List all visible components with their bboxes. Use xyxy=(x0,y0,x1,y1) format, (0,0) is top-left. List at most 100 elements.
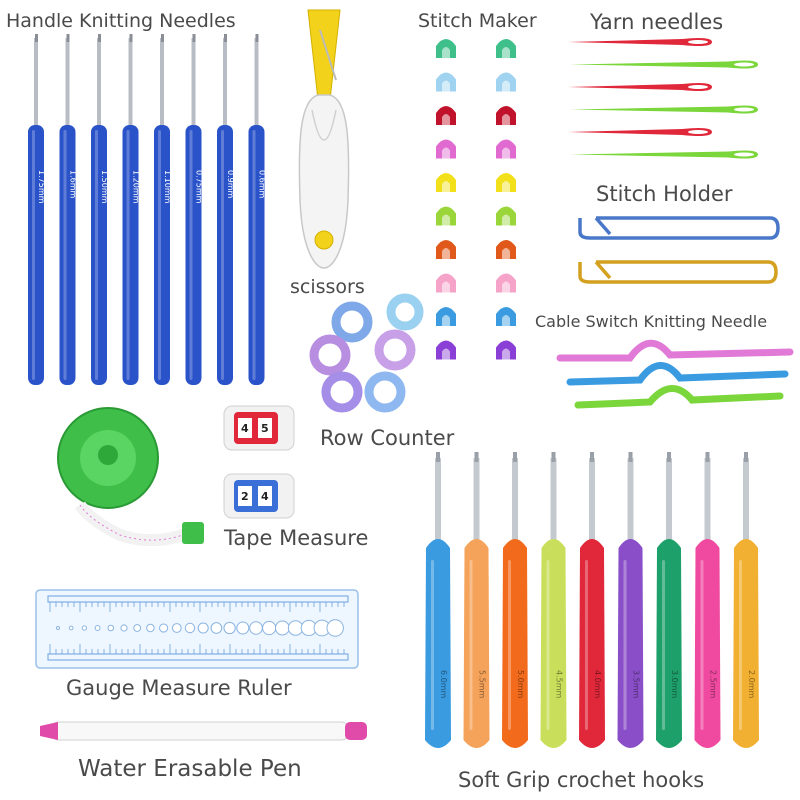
soft-grip-hook: 3.0mm xyxy=(656,452,682,748)
label-handle-knitting-needles: Handle Knitting Needles xyxy=(6,10,236,32)
handle-hook: 1.6mm xyxy=(59,34,78,385)
stitch-marker xyxy=(496,206,516,226)
handle-hook: 1.75mm xyxy=(28,34,46,385)
handle-hook-size-label: 1.6mm xyxy=(69,170,78,199)
soft-hook-size-label: 2.0mm xyxy=(747,670,756,699)
soft-grip-hook: 5.0mm xyxy=(502,452,528,748)
tape-measure xyxy=(57,407,204,547)
handle-hook: 1.10mm xyxy=(154,34,172,385)
soft-hook-size-label: 2.5mm xyxy=(709,670,718,699)
gauge-hole xyxy=(146,623,155,633)
soft-grip-hook: 4.0mm xyxy=(579,452,605,748)
gauge-hole xyxy=(236,621,250,635)
row-counter-digit-1: 4 xyxy=(241,422,249,435)
handle-hook-size-label: 1.20mm xyxy=(132,170,141,204)
stitch-marker xyxy=(496,106,516,125)
stitch-marker xyxy=(436,39,456,58)
yarn-needle xyxy=(570,105,758,114)
handle-hook: 0.6mm xyxy=(248,34,267,385)
locking-stitch-markers xyxy=(436,39,516,360)
handle-hook: 1.50mm xyxy=(91,34,109,385)
stitch-holders xyxy=(578,216,780,284)
stitch-marker xyxy=(436,206,456,226)
label-tape-measure: Tape Measure xyxy=(224,526,369,550)
stitch-marker xyxy=(436,139,456,159)
soft-grip-hook: 4.5mm xyxy=(540,452,567,748)
plastic-yarn-needles xyxy=(568,38,758,159)
label-scissors: scissors xyxy=(290,276,365,298)
gauge-hole xyxy=(171,623,182,633)
gauge-hole xyxy=(249,621,263,635)
row-counters: 4 5 2 4 xyxy=(223,405,295,519)
row-counter-digit-3: 2 xyxy=(241,490,249,503)
stitch-marker xyxy=(436,240,456,259)
handle-hook: 1.20mm xyxy=(122,34,141,385)
stitch-marker xyxy=(496,72,516,92)
gauge-hole xyxy=(56,626,60,630)
gauge-hole xyxy=(68,625,74,631)
gauge-hole xyxy=(184,622,196,634)
gauge-hole xyxy=(107,624,115,632)
stitch-marker xyxy=(436,173,456,192)
stitch-marker xyxy=(496,139,516,159)
gauge-hole xyxy=(120,624,128,632)
yarn-needle xyxy=(568,38,712,46)
soft-hook-size-label: 4.0mm xyxy=(593,670,602,699)
soft-hook-size-label: 5.0mm xyxy=(516,670,525,699)
ring-stitch-markers xyxy=(309,293,424,413)
soft-grip-hook: 2.0mm xyxy=(733,452,759,748)
label-row-counter: Row Counter xyxy=(320,426,455,450)
stitch-marker xyxy=(496,240,516,259)
label-water-erasable-pen: Water Erasable Pen xyxy=(78,756,302,782)
label-gauge-measure-ruler: Gauge Measure Ruler xyxy=(66,676,292,700)
stitch-marker xyxy=(436,307,456,326)
handle-hook-size-label: 0.6mm xyxy=(258,170,267,199)
label-yarn-needles: Yarn needles xyxy=(590,10,724,34)
soft-grip-hook: 2.5mm xyxy=(694,452,721,748)
stitch-marker xyxy=(496,340,516,360)
gauge-hole xyxy=(133,624,142,632)
handle-hooks-group: 1.75mm 1.6mm 1.50mm 1.20mm 1.10mm 0.75mm 0.9mm… xyxy=(28,34,267,385)
soft-hook-size-label: 3.5mm xyxy=(632,670,641,699)
gauge-hole xyxy=(326,619,344,637)
water-erasable-pen xyxy=(40,721,367,741)
stitch-marker xyxy=(436,340,456,360)
gauge-hole xyxy=(210,622,223,634)
yarn-needle xyxy=(570,150,758,159)
gauge-hole xyxy=(262,620,277,636)
row-counter-digit-4: 4 xyxy=(261,490,269,503)
handle-hook: 0.75mm xyxy=(185,34,204,385)
handle-hook-size-label: 1.75mm xyxy=(37,170,46,204)
gauge-hole xyxy=(81,625,88,631)
label-soft-grip-crochet-hooks: Soft Grip crochet hooks xyxy=(458,768,705,792)
soft-hook-size-label: 6.0mm xyxy=(439,670,448,699)
handle-hook: 0.9mm xyxy=(217,34,235,385)
gauge-hole xyxy=(223,621,236,635)
stitch-marker xyxy=(496,39,516,58)
soft-grip-hook: 6.0mm xyxy=(425,452,451,748)
cable-needles xyxy=(556,339,794,409)
gauge-hole xyxy=(197,622,209,634)
label-stitch-holder: Stitch Holder xyxy=(596,182,733,206)
yarn-needle xyxy=(568,128,712,136)
stitch-marker xyxy=(436,106,456,125)
stitch-marker xyxy=(436,72,456,92)
handle-hook-size-label: 0.75mm xyxy=(195,170,204,204)
soft-grip-hook: 3.5mm xyxy=(617,452,644,748)
soft-hooks-group: 6.0mm 5.5mm 5.0mm 4.5mm 4.0mm 3.5mm 3.0mm 2.5mm… xyxy=(425,452,759,748)
handle-hook-size-label: 0.9mm xyxy=(226,170,235,199)
stitch-marker xyxy=(496,273,516,293)
stitch-marker xyxy=(496,307,516,326)
soft-grip-hook: 5.5mm xyxy=(463,452,490,748)
thread-scissors xyxy=(298,9,350,269)
handle-hook-size-label: 1.10mm xyxy=(163,170,172,204)
soft-hook-size-label: 5.5mm xyxy=(478,670,487,699)
row-counter-digit-2: 5 xyxy=(261,422,269,435)
label-stitch-maker: Stitch Maker xyxy=(418,10,537,32)
stitch-marker xyxy=(496,173,516,192)
soft-hook-size-label: 3.0mm xyxy=(670,670,679,699)
yarn-needle xyxy=(568,83,712,91)
gauge-hole xyxy=(94,625,101,631)
gauge-measure-ruler xyxy=(35,589,359,669)
